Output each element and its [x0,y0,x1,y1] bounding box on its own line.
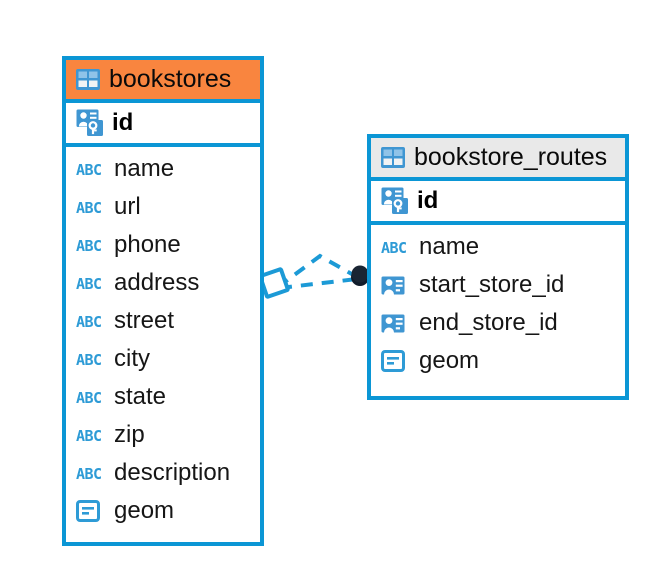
field-label: id [112,109,134,136]
field-row-geom[interactable]: geom [66,492,260,530]
field-label: name [114,155,175,182]
field-row-geom[interactable]: geom [371,342,625,380]
field-label: start_store_id [419,271,565,298]
field-row-zip[interactable]: ABC zip [66,416,260,454]
abc-icon: ABC [76,465,102,483]
field-row-end-store-id[interactable]: end_store_id [371,304,625,342]
field-label: name [419,233,480,260]
abc-icon: ABC [76,427,102,445]
table-icon [381,146,405,168]
field-row-primary-key[interactable]: id [371,181,625,225]
field-row-name[interactable]: ABC name [66,150,260,188]
field-row-name[interactable]: ABC name [371,228,625,266]
relationship-line-lower [279,277,358,290]
field-label: geom [114,497,175,524]
abc-icon: ABC [76,389,102,407]
field-row-state[interactable]: ABC state [66,378,260,416]
field-label: street [114,307,175,334]
primary-key-icon [76,109,104,137]
field-list-bookstores: ABC name ABC url ABC phone ABC address A… [66,147,260,534]
field-row-city[interactable]: ABC city [66,340,260,378]
entity-header-bookstores[interactable]: bookstores [66,60,260,103]
entity-bookstore-routes[interactable]: bookstore_routes id [367,134,629,400]
entity-title: bookstore_routes [414,143,608,171]
entity-title: bookstores [109,65,232,93]
foreign-key-icon [381,314,411,333]
field-label: address [114,269,200,296]
entity-bookstores[interactable]: bookstores id [62,56,264,546]
abc-icon: ABC [76,313,102,331]
field-row-street[interactable]: ABC street [66,302,260,340]
abc-icon: ABC [76,161,102,179]
abc-icon: ABC [76,351,102,369]
abc-icon: ABC [76,199,102,217]
field-row-address[interactable]: ABC address [66,264,260,302]
field-label: geom [419,347,480,374]
table-icon [76,68,100,90]
abc-icon: ABC [381,239,407,257]
field-row-url[interactable]: ABC url [66,188,260,226]
field-list-bookstore-routes: ABC name start_store_id [371,225,625,384]
field-row-phone[interactable]: ABC phone [66,226,260,264]
relationship-line-upper [276,253,358,289]
field-row-description[interactable]: ABC description [66,454,260,492]
field-label: state [114,383,167,410]
field-label: end_store_id [419,309,558,336]
blob-icon [76,500,106,522]
field-label: zip [114,421,145,448]
blob-icon [381,350,411,372]
field-label: id [417,187,439,214]
relationship-circle-marker-inner [351,265,369,283]
abc-icon: ABC [76,275,102,293]
field-row-start-store-id[interactable]: start_store_id [371,266,625,304]
foreign-key-icon [381,276,411,295]
abc-icon: ABC [76,237,102,255]
field-label: city [114,345,150,372]
field-label: phone [114,231,181,258]
relationship-diamond-marker [258,267,290,299]
entity-header-bookstore-routes[interactable]: bookstore_routes [371,138,625,181]
primary-key-icon [381,187,409,215]
field-row-primary-key[interactable]: id [66,103,260,147]
field-label: url [114,193,141,220]
field-label: description [114,459,231,486]
